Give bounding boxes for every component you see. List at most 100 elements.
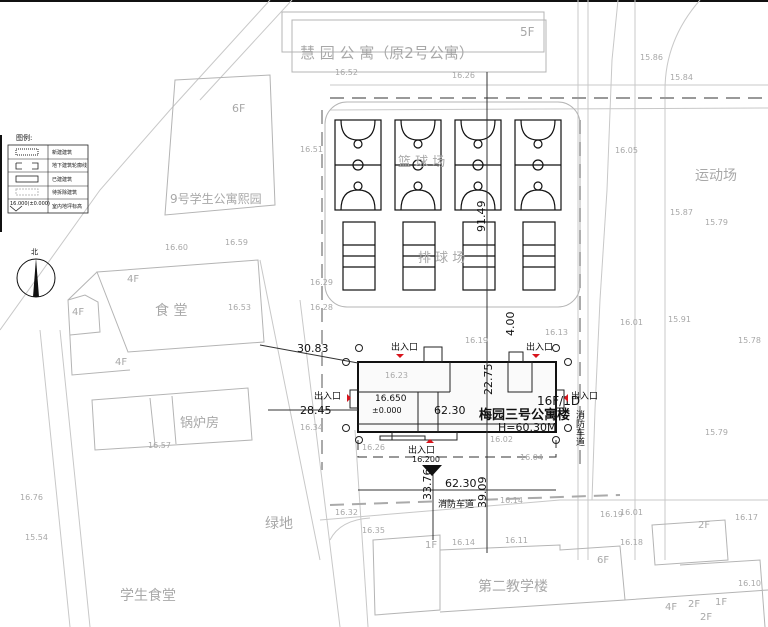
teaching2-floors: 2F <box>688 599 700 610</box>
huiyuan-label: 慧 园 公 寓（原2号公寓） <box>300 44 474 62</box>
green-label: 绿地 <box>265 516 293 532</box>
elevation-label: 16.34 <box>300 423 323 432</box>
canteen-floors: 4F <box>127 274 139 285</box>
north-compass-icon <box>16 258 56 298</box>
fire-lane-label: 消防车道 <box>438 498 474 510</box>
elevation-label: 15.87 <box>670 208 693 217</box>
elevation-label: 15.79 <box>705 218 728 227</box>
entrance-arrow-icon <box>426 439 434 443</box>
volleyball-court <box>342 221 376 291</box>
entrance-label: 出入口 <box>571 390 598 402</box>
elevation-label: 16.13 <box>545 328 568 337</box>
teaching2-floors: 2F <box>700 612 712 623</box>
elevation-label: 16.14 <box>500 496 523 505</box>
elevation-label: 16.23 <box>385 371 408 380</box>
elevation-label: 15.79 <box>705 428 728 437</box>
main-building <box>357 361 557 433</box>
elevation-label: 15.54 <box>25 533 48 542</box>
entrance-south: 出入口 <box>408 439 435 456</box>
entrance-north-west: 出入口 <box>391 341 418 358</box>
entrance-label: 出入口 <box>314 390 341 402</box>
elevation-label: 16.35 <box>362 526 385 535</box>
dim-62-30: 62.30 <box>445 477 477 490</box>
dim-33-76: 33.76 <box>421 469 434 501</box>
dim-91-49: 91.49 <box>475 201 488 233</box>
entrance-arrow-icon <box>564 394 568 402</box>
elevation-label: 16.26 <box>362 443 385 452</box>
volleyball-court <box>522 221 556 291</box>
teaching2-label: 第二教学楼 <box>478 578 548 595</box>
legend-new-building-icon <box>15 148 39 156</box>
volleyball-court <box>462 221 496 291</box>
huiyuan-floors: 5F <box>520 25 535 39</box>
north-label: 北 <box>31 248 38 256</box>
elevation-label: 15.86 <box>640 53 663 62</box>
elevation-label: 16.01 <box>620 508 643 517</box>
teaching2-floors: 2F <box>698 520 710 531</box>
elevation-label: 16.11 <box>505 536 528 545</box>
entrance-arrow-icon <box>532 354 540 358</box>
huiyuan-building <box>281 11 547 73</box>
legend-demolish-icon <box>15 188 39 196</box>
canteen-building <box>67 259 265 376</box>
legend-item: 已建建筑 <box>52 176 72 183</box>
legend-underground-icon <box>15 162 39 170</box>
entrance-north-east: 出入口 <box>526 341 553 358</box>
elevation-label: 15.91 <box>668 315 691 324</box>
elevation-label: 16.18 <box>620 538 643 547</box>
entrance-label: 出入口 <box>408 444 435 456</box>
volleyball-court <box>402 221 436 291</box>
elevation-label: 16.02 <box>490 435 513 444</box>
elevation-label: 15.78 <box>738 336 761 345</box>
teaching2-floors: 1F <box>425 540 437 551</box>
volleyball-label: 排 球 场 <box>418 251 465 266</box>
dim-line-30-83 <box>259 344 359 364</box>
dim-28-45: 28.45 <box>300 404 332 417</box>
basketball-court <box>514 119 562 211</box>
legend-existing-icon <box>15 175 39 183</box>
dim-39-09: 39.09 <box>476 477 489 509</box>
dim-30-83: 30.83 <box>297 342 329 355</box>
elevation-label: 16.59 <box>225 238 248 247</box>
teaching2-building <box>372 519 768 627</box>
courts <box>334 119 562 291</box>
elevation-label: 16.19 <box>465 336 488 345</box>
fire-lane-line-bottom <box>329 494 621 506</box>
elevation-label: 16.10 <box>738 579 761 588</box>
main-building-height: H=60.30M <box>498 421 556 434</box>
entrance-label: 出入口 <box>391 341 418 353</box>
elevation-labels: 16.52 16.26 15.86 15.84 16.05 15.87 15.79 16.01… <box>20 53 761 588</box>
main-building-inner-lines <box>349 346 565 441</box>
student-canteen-label: 学生食堂 <box>120 587 176 604</box>
elevation-label: 15.84 <box>670 73 693 82</box>
elevation-label: 16.05 <box>615 146 638 155</box>
sports-field-label: 运动场 <box>695 168 737 184</box>
dim-62-30-inner: 62.30 <box>434 404 466 417</box>
dorm9-floors: 6F <box>232 102 245 115</box>
dorm9-label: 9号学生公寓熙园 <box>170 191 262 206</box>
basketball-court <box>334 119 382 211</box>
elevation-label: 16.57 <box>148 441 171 450</box>
main-building-name: 梅园三号公寓楼 <box>479 407 570 423</box>
elevation-label: 16.76 <box>20 493 43 502</box>
elevation-label: 16.04 <box>520 453 543 462</box>
elevation-label: 16.51 <box>300 145 323 154</box>
elevation-label: 16.26 <box>452 71 475 80</box>
basketball-court <box>454 119 502 211</box>
dim-4-00: 4.00 <box>504 312 517 337</box>
elevation-label: 16.52 <box>335 68 358 77</box>
zero-elevation: ±0.000 <box>372 406 402 415</box>
basketball-label: 篮 球 场 <box>398 155 445 170</box>
legend-title: 图例: <box>16 133 32 142</box>
canteen-floors: 4F <box>72 307 84 318</box>
entrance-arrow-icon <box>396 354 404 358</box>
teaching2-floors: 6F <box>597 555 609 566</box>
elevation-label: 16.17 <box>735 513 758 522</box>
canteen-label: 食 堂 <box>155 302 187 319</box>
elevation-label: 16.29 <box>310 278 333 287</box>
court-area <box>324 101 581 308</box>
floor-elevation: 16.650 <box>375 394 407 404</box>
elevation-label: 16.32 <box>335 508 358 517</box>
elevation-label: 16.19 <box>600 510 623 519</box>
